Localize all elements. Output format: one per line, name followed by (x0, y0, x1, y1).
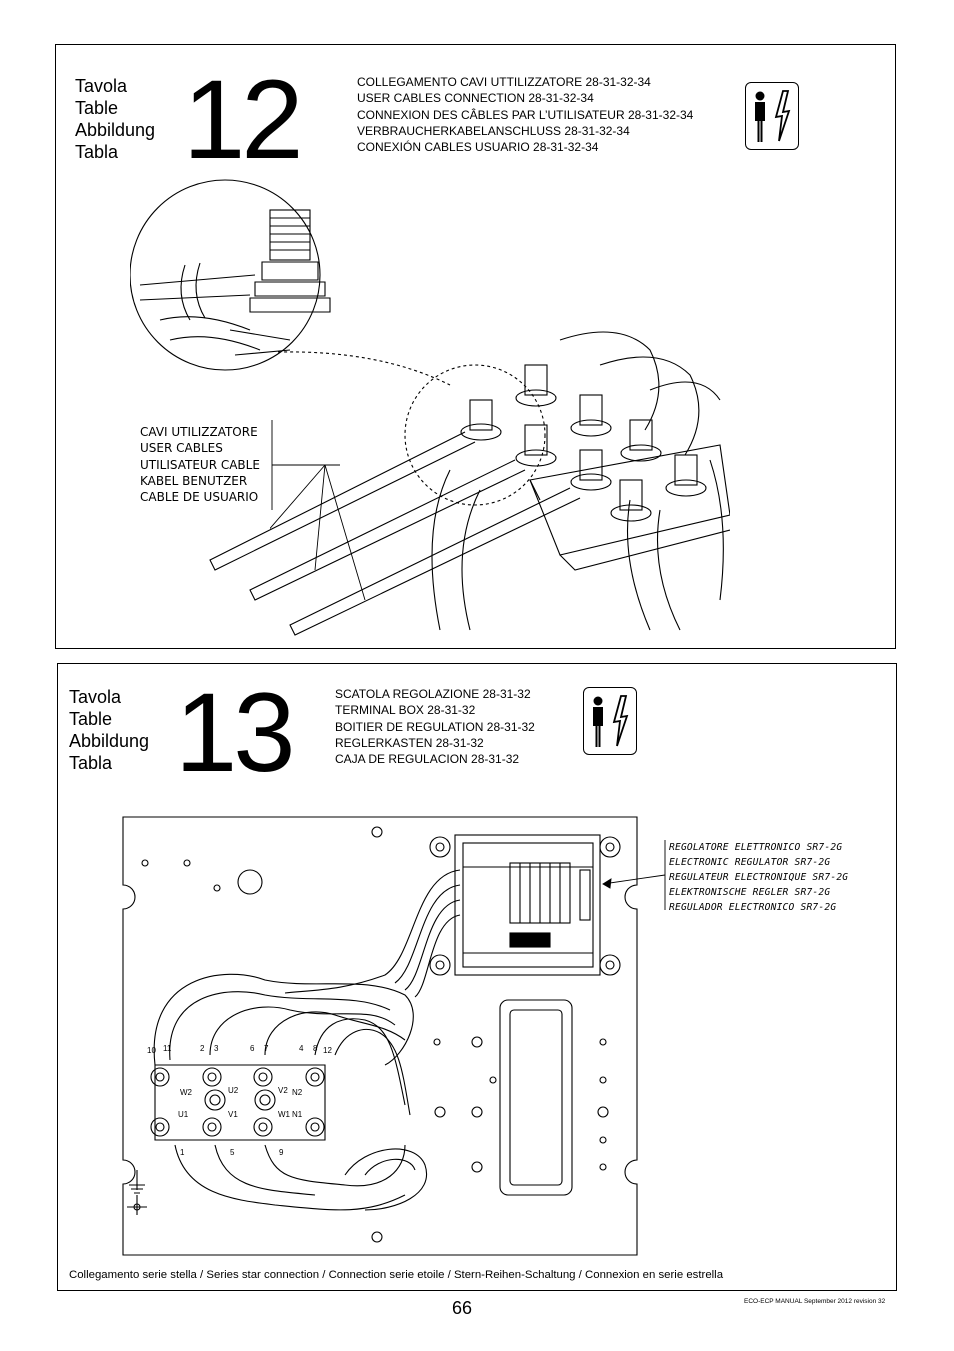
title-line: CAJA DE REGULACION 28-31-32 (335, 752, 520, 767)
figure-caption: Collegamento serie stella / Series star … (69, 1269, 724, 1281)
title-line: BOITIER DE REGULATION 28-31-32 (335, 719, 535, 734)
title-line: REGLERKASTEN 28-31-32 (335, 735, 484, 750)
title-line: VERBRAUCHERKABELANSCHLUSS 28-31-32-34 (357, 123, 630, 138)
callout-line: USER CABLES (140, 441, 223, 456)
regulator-leader-line (602, 840, 666, 910)
terminal-label: V1 (228, 1110, 238, 1119)
regulator-callout: REGOLATORE ELETTRONICO SR7-2G ELECTRONIC… (669, 840, 848, 915)
table-13-titles: SCATOLA REGOLAZIONE 28-31-32 TERMINAL BO… (335, 686, 535, 767)
callout-line: KABEL BENUTZER (140, 473, 248, 488)
title-line: USER CABLES CONNECTION 28-31-32-34 (357, 91, 594, 106)
terminal-label: 12 (323, 1046, 332, 1055)
terminal-label: 3 (214, 1044, 219, 1053)
user-cables-callout: CAVI UTILIZZATORE USER CABLES UTILISATEU… (140, 424, 260, 505)
electrical-hazard-icon (745, 82, 799, 150)
terminal-label: V2 (278, 1086, 288, 1095)
terminal-label: 11 (163, 1044, 172, 1053)
terminal-label: 9 (279, 1148, 284, 1157)
callout-line: ELECTRONIC REGULATOR SR7-2G (669, 857, 831, 868)
title-line: COLLEGAMENTO CAVI UTTILIZZATORE 28-31-32… (357, 75, 651, 89)
footer-text: ECO-ECP MANUAL September 2012 revision 3… (744, 1298, 886, 1305)
terminal-label: W1 (278, 1110, 290, 1119)
page-number: 66 (452, 1298, 473, 1318)
label-tabla: Tabla (69, 753, 113, 773)
terminal-label: 8 (313, 1044, 318, 1053)
table-12-titles: COLLEGAMENTO CAVI UTTILIZZATORE 28-31-32… (357, 74, 693, 155)
table-13-panel (57, 663, 897, 1291)
label-tavola: Tavola (69, 687, 122, 707)
callout-line: REGULADOR ELECTRONICO SR7-2G (669, 902, 837, 913)
terminal-label: N2 (292, 1088, 303, 1097)
callout-leader-lines (270, 420, 366, 601)
table-number: 12 (183, 57, 304, 182)
label-abbildung: Abbildung (69, 731, 150, 751)
user-cables-connection-drawing (130, 179, 730, 636)
terminal-box-drawing (122, 816, 638, 1256)
terminal-label: 5 (230, 1148, 235, 1157)
title-line: SCATOLA REGOLAZIONE 28-31-32 (335, 687, 531, 701)
label-tavola: Tavola (75, 76, 128, 96)
callout-line: REGOLATORE ELETTRONICO SR7-2G (669, 842, 843, 853)
label-abbildung: Abbildung (75, 120, 156, 140)
title-line: CONEXIÓN CABLES USUARIO 28-31-32-34 (357, 140, 599, 155)
terminal-label: 7 (264, 1044, 269, 1053)
electrical-hazard-icon (583, 687, 637, 755)
callout-line: CABLE DE USUARIO (140, 490, 259, 505)
terminal-label: W2 (180, 1088, 192, 1097)
callout-line: CAVI UTILIZZATORE (140, 425, 258, 439)
terminal-label: 4 (299, 1044, 304, 1053)
callout-line: REGULATEUR ELECTRONIQUE SR7-2G (669, 872, 849, 883)
terminal-label: 1 (180, 1148, 185, 1157)
terminal-label: U2 (228, 1086, 239, 1095)
table-number: 13 (175, 670, 296, 795)
terminal-label: 2 (200, 1044, 205, 1053)
terminal-label: N1 (292, 1110, 303, 1119)
table-12-labels: Tavola Table Abbildung Tabla (75, 75, 155, 163)
label-table: Table (75, 98, 119, 118)
terminal-label: 10 (147, 1046, 156, 1055)
label-table: Table (69, 709, 113, 729)
terminal-label: U1 (178, 1110, 189, 1119)
table-13-labels: Tavola Table Abbildung Tabla (69, 686, 149, 774)
callout-line: ELEKTRONISCHE REGLER SR7-2G (669, 887, 831, 898)
title-line: CONNEXION DES CÂBLES PAR L’UTILISATEUR 2… (357, 107, 694, 122)
label-tabla: Tabla (75, 142, 119, 162)
callout-line: UTILISATEUR CABLE (140, 457, 260, 472)
title-line: TERMINAL BOX 28-31-32 (335, 703, 476, 718)
terminal-label: 6 (250, 1044, 255, 1053)
